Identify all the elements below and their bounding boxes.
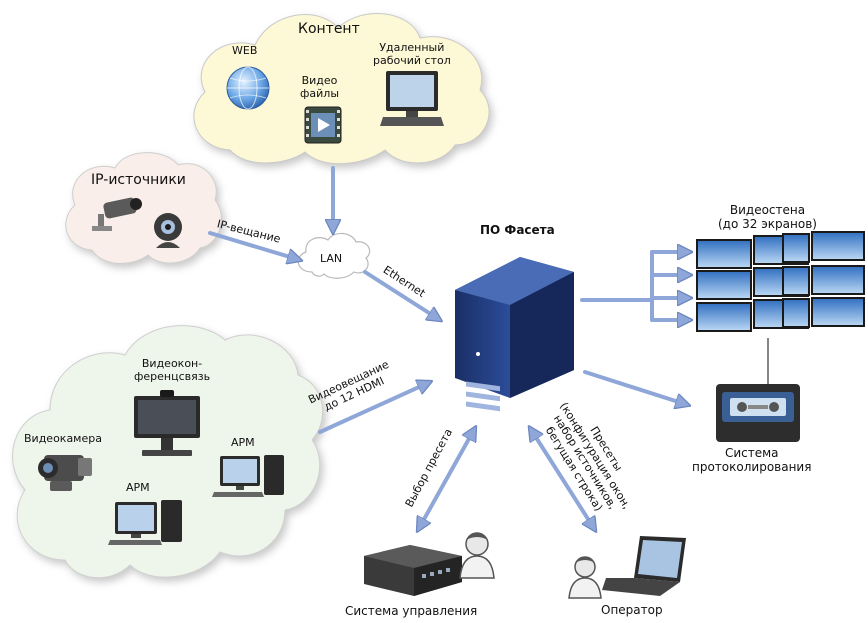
control-system-title: Система управления [345,604,478,618]
server-icon [455,257,574,412]
content-cloud [193,13,490,165]
ip-camera-icon [92,197,142,231]
videoconference-label: Видеокон- ференцсвязь [134,357,211,383]
remote-desktop-label: Удаленный рабочий стол [373,41,451,67]
operator-title: Оператор [601,603,663,617]
server-title: ПО Фасета [480,223,555,237]
control-server-arrow [418,428,475,530]
webcam-icon [154,213,182,248]
videowall-screen [696,302,752,332]
recording-title: Система протоколирования [692,446,812,474]
server-to-recording-arrow [583,370,688,405]
videowall-screen [811,231,865,261]
web-label: WEB [232,44,258,57]
control-unit-icon [364,545,462,596]
videowall-screen [782,266,810,296]
video-file-icon [304,106,342,144]
workstation-right-icon [212,455,284,497]
videowall-screen [782,233,810,263]
videowall-screen [696,239,752,269]
videowall-icon [696,231,865,332]
desktop-monitor-icon [380,71,444,126]
ip-to-lan-arrow [208,231,300,260]
lan-cloud [297,232,371,279]
content-cloud-title: Контент [298,21,360,37]
ip-sources-title: IP-источники [91,172,186,188]
videowall-title: Видеостена (до 32 экранов) [718,203,817,231]
ip-sources-cloud [65,152,222,265]
lan-label: LAN [320,252,343,265]
video-camera-label: Видеокамера [24,432,102,445]
operator-server-arrow [530,428,595,530]
videowall-screen [782,298,810,328]
videowall-screen [811,265,865,295]
video-camera-icon [38,455,92,491]
workstation-right-label: АРМ [231,436,255,449]
workstation-left-label: АРМ [126,481,150,494]
operator-user-icon [568,556,602,599]
lan-to-server-arrow [363,270,440,320]
videoconference-icon [134,390,200,456]
recording-device-icon [716,384,800,442]
laptop-icon [602,536,686,596]
videowall-screen [811,297,865,327]
workstation-left-icon [108,500,182,545]
video-files-label: Видео файлы [300,74,340,100]
hdmi-to-server-arrow [318,382,430,434]
videowall-screen [696,270,752,300]
user-icon [459,532,495,579]
globe-icon [226,66,270,110]
